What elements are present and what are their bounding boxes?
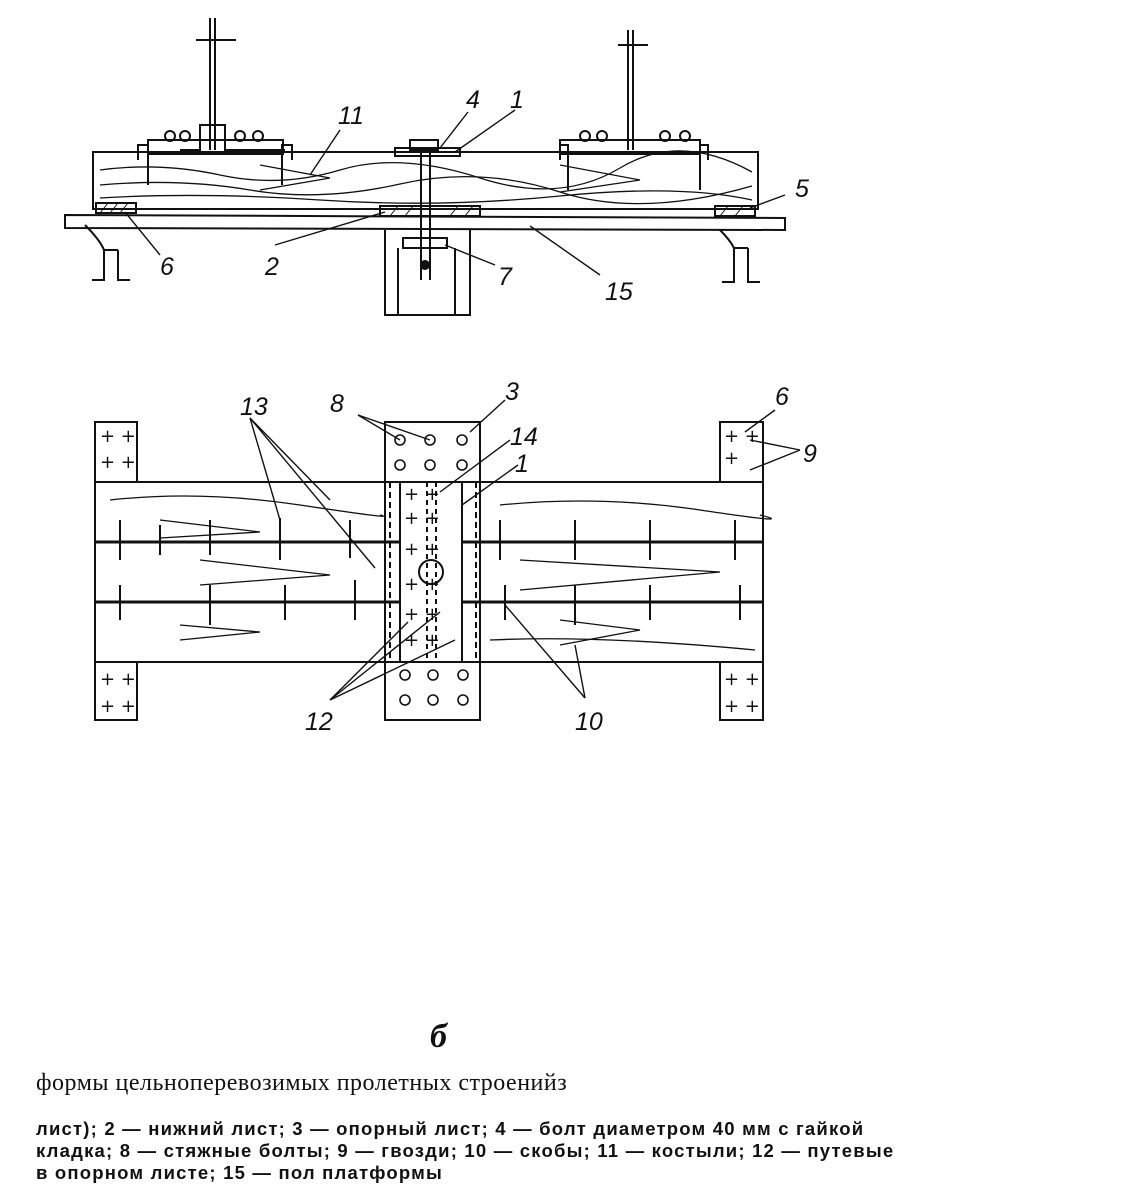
caption-line-1: лист); 2 — нижний лист; 3 — опорный лист… xyxy=(36,1118,865,1139)
figure-letter: б xyxy=(430,1018,447,1055)
label-1-elev: 1 xyxy=(510,86,524,114)
svg-text:+ +: + + xyxy=(100,696,136,717)
right-end-plate-bottom xyxy=(719,661,764,721)
label-8: 8 xyxy=(330,390,344,418)
right-support xyxy=(719,229,760,283)
left-support xyxy=(84,224,130,281)
label-6-plan: 6 xyxy=(775,383,789,411)
elevation-labels: 11 4 1 5 6 2 7 15 xyxy=(160,86,809,306)
svg-text:+ +: + + xyxy=(404,484,440,505)
support-plate xyxy=(384,421,481,721)
label-4: 4 xyxy=(466,86,480,114)
label-7: 7 xyxy=(498,263,513,291)
label-3: 3 xyxy=(505,378,519,406)
label-12: 12 xyxy=(305,708,333,736)
svg-text:+ +: + + xyxy=(100,426,136,447)
plate-left xyxy=(95,202,137,214)
plan-labels: 13 8 3 14 1 6 9 12 10 xyxy=(240,378,817,736)
timber-beam xyxy=(92,151,759,210)
svg-text:+ +: + + xyxy=(404,508,440,529)
svg-text:+ +: + + xyxy=(404,604,440,625)
upper-plate xyxy=(399,481,463,663)
svg-text:+: + xyxy=(724,448,739,469)
svg-text:+ +: + + xyxy=(404,630,440,651)
caption-line-2: кладка; 8 — стяжные болты; 9 — гвозди; 1… xyxy=(36,1140,895,1161)
center-support xyxy=(384,230,471,316)
svg-text:+ +: + + xyxy=(724,669,760,690)
central-bolt xyxy=(394,139,461,280)
label-11: 11 xyxy=(338,102,364,130)
label-6-elev: 6 xyxy=(160,253,174,281)
label-13: 13 xyxy=(240,393,268,421)
plan-view: + ++ + + ++ + + ++ + ++ + + ++ + + ++ + … xyxy=(94,399,801,721)
svg-text:+ +: + + xyxy=(404,539,440,560)
label-1-plan: 1 xyxy=(515,450,529,478)
label-14: 14 xyxy=(510,423,538,451)
left-rail xyxy=(137,18,293,185)
svg-text:+ +: + + xyxy=(404,574,440,595)
svg-text:+ +: + + xyxy=(724,426,760,447)
svg-text:+ +: + + xyxy=(100,452,136,473)
label-5: 5 xyxy=(795,175,809,203)
platform-floor xyxy=(64,213,786,232)
bolt-hole xyxy=(418,559,444,585)
label-10: 10 xyxy=(575,708,603,736)
right-rail xyxy=(559,30,709,190)
left-end-plate-top xyxy=(94,421,138,483)
svg-text:+ +: + + xyxy=(100,669,136,690)
label-2: 2 xyxy=(264,253,279,281)
right-end-plate-top xyxy=(719,421,764,483)
elevation-view xyxy=(64,18,786,316)
caption-title: формы цельноперевозимых пролетных строен… xyxy=(36,1070,568,1096)
label-9: 9 xyxy=(803,440,817,468)
caption-line-3: в опорном листе; 15 — пол платформы xyxy=(36,1162,444,1183)
left-end-plate-bottom xyxy=(94,661,138,721)
svg-text:+ +: + + xyxy=(724,696,760,717)
label-15: 15 xyxy=(605,278,633,306)
